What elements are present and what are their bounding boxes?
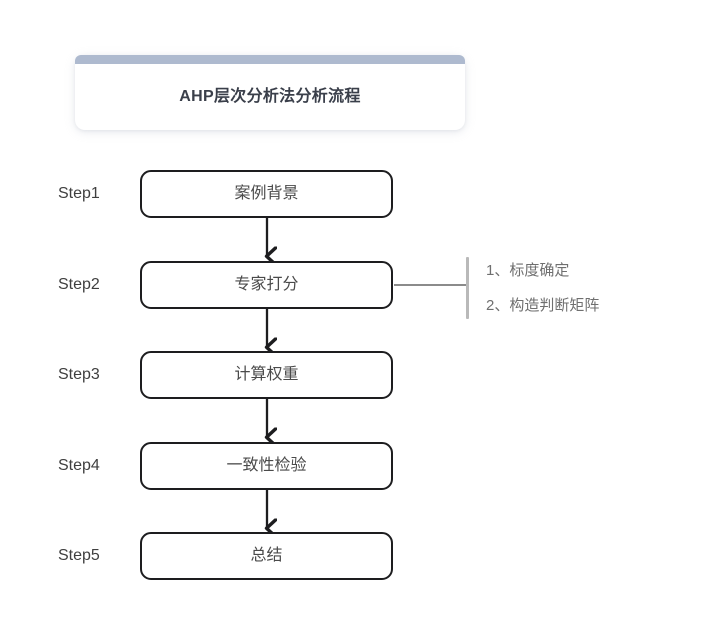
- step-box-label-5: 总结: [250, 547, 283, 564]
- step-box-3[interactable]: 计算权重: [140, 351, 393, 399]
- flow-step-5: Step5 总结: [0, 532, 720, 580]
- flow-step-4: Step4 一致性检验: [0, 442, 720, 490]
- step-label-2: Step2: [58, 276, 100, 293]
- page-title: AHP层次分析法分析流程: [179, 88, 361, 105]
- step-label-1: Step1: [58, 185, 100, 202]
- flow-step-2: Step2 专家打分: [0, 261, 720, 309]
- step-label-3: Step3: [58, 366, 100, 383]
- step-label-4: Step4: [58, 457, 100, 474]
- step-box-2[interactable]: 专家打分: [140, 261, 393, 309]
- flow-step-3: Step3 计算权重: [0, 351, 720, 399]
- step-box-label-1: 案例背景: [234, 185, 299, 202]
- title-card: AHP层次分析法分析流程: [75, 55, 465, 130]
- annotation-line-2: 2、构造判断矩阵: [486, 297, 600, 314]
- step-box-4[interactable]: 一致性检验: [140, 442, 393, 490]
- step-box-label-4: 一致性检验: [226, 457, 307, 474]
- annotation-line-1: 1、标度确定: [486, 262, 570, 279]
- step-label-5: Step5: [58, 547, 100, 564]
- step-box-label-2: 专家打分: [234, 276, 299, 293]
- annotation-accent-bar: [466, 257, 469, 319]
- step2-annotation: 1、标度确定 2、构造判断矩阵: [466, 257, 676, 319]
- step-box-label-3: 计算权重: [234, 366, 299, 383]
- flow-step-1: Step1 案例背景: [0, 170, 720, 218]
- title-card-accent-bar: [75, 55, 465, 64]
- step-box-1[interactable]: 案例背景: [140, 170, 393, 218]
- step-box-5[interactable]: 总结: [140, 532, 393, 580]
